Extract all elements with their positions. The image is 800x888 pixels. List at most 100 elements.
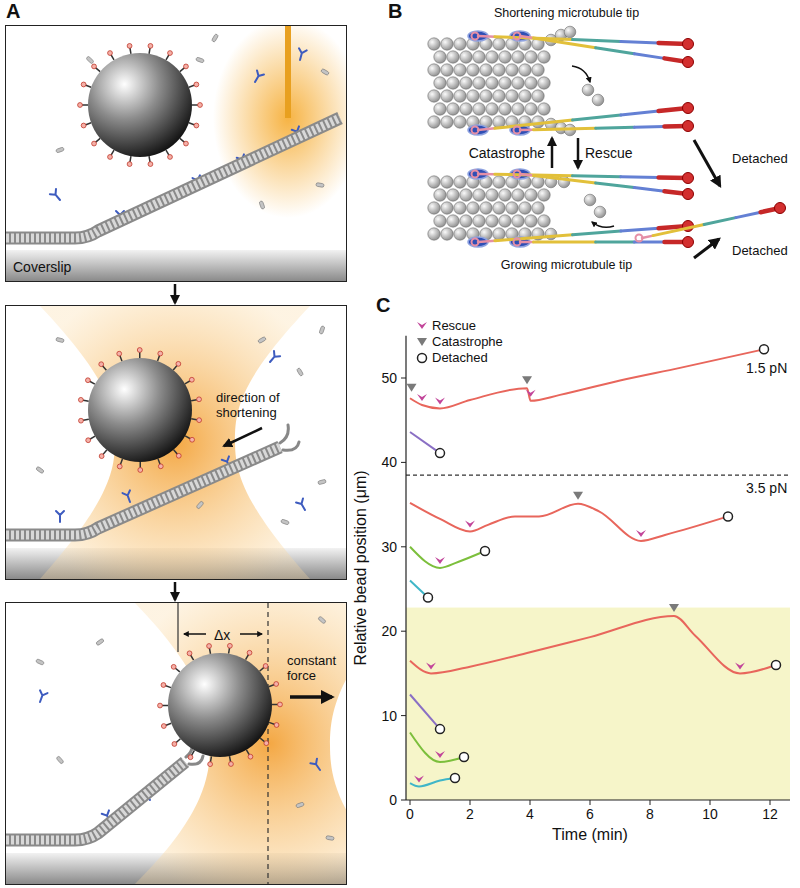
rescue-marker <box>414 775 424 782</box>
dam1-ring <box>148 162 153 167</box>
tubulin-subunit <box>434 189 446 201</box>
panel-letter: B <box>388 0 402 23</box>
dam1-ring <box>176 361 181 366</box>
rod-loop <box>472 239 479 246</box>
dam1-ring <box>190 437 195 442</box>
tubulin-subunit <box>506 202 518 214</box>
kinetochore-proteins <box>36 48 323 823</box>
tubulin-subunit <box>519 90 531 102</box>
legend-text: Rescue <box>432 319 476 334</box>
x-tick <box>530 800 531 805</box>
tubulin-dimer <box>211 34 218 43</box>
tubulin-subunit <box>460 215 472 227</box>
rod-segment <box>596 126 635 130</box>
dam1-ring <box>117 464 122 469</box>
tubulin-dimer <box>56 337 65 343</box>
rod-loop <box>472 33 479 40</box>
bead-trace <box>410 547 485 568</box>
rescue-marker <box>526 390 536 397</box>
tubulin-subunit <box>525 215 537 227</box>
rod-loop <box>472 171 479 178</box>
tubulin-subunit <box>486 215 498 227</box>
tubulin-subunit <box>564 26 576 38</box>
panel-letter: C <box>376 294 390 317</box>
tubulin-subunit <box>506 64 518 76</box>
tubulin-subunit <box>493 38 505 50</box>
tubulin-subunit <box>454 228 466 240</box>
rod-segment <box>573 231 621 235</box>
rod-segment <box>596 183 635 188</box>
coverslip <box>6 250 346 281</box>
y-tick <box>401 546 406 547</box>
axis-title: Time (min) <box>552 826 628 844</box>
rescue-marker <box>465 521 475 528</box>
tubulin-dimer <box>196 501 204 509</box>
bead <box>158 643 283 766</box>
dam1-ring <box>184 64 189 69</box>
rod-segment <box>634 188 664 192</box>
rescue-marker <box>636 530 646 537</box>
dam1-ring <box>137 348 142 353</box>
tubulin-subunit <box>512 77 524 89</box>
dam1-ring <box>161 683 166 688</box>
transition-label: Detached <box>732 244 788 259</box>
tubulin-dimer <box>321 68 330 75</box>
rod-segment <box>621 175 659 179</box>
force-label: 3.5 pN <box>746 480 787 496</box>
detach-marker <box>460 752 469 761</box>
tick-label: 50 <box>381 370 397 386</box>
dam1-ring <box>158 351 163 356</box>
kinetochore-rod <box>472 171 694 184</box>
panel-letter: A <box>6 0 20 23</box>
dam1-ring <box>184 141 189 146</box>
rod-segment <box>533 241 595 244</box>
displacement-arrow <box>240 633 262 635</box>
tubulin-subunit <box>473 77 485 89</box>
growing-lattice <box>428 176 550 240</box>
rescue-marker <box>435 397 445 404</box>
microtubule <box>6 762 185 840</box>
tubulin-subunit <box>447 51 459 63</box>
catastrophe-marker <box>669 604 679 612</box>
kinetochore-protein <box>296 48 307 61</box>
force-label: 1.5 pN <box>746 360 787 376</box>
rod-head <box>683 173 694 184</box>
dam1-ring <box>197 397 202 402</box>
node-text: constant force <box>287 654 345 684</box>
dam1-ring <box>278 702 283 707</box>
release-arrow <box>572 66 590 82</box>
bead-reference-line <box>177 603 178 652</box>
y-tick <box>401 462 406 463</box>
dam1-ring <box>229 762 234 767</box>
tubulin-subunit <box>499 189 511 201</box>
dam1-ring <box>86 438 91 443</box>
dam1-ring <box>198 103 203 108</box>
rod-loop <box>514 127 521 134</box>
tubulin-subunit <box>467 64 479 76</box>
tubulin-subunit <box>473 103 485 115</box>
tubulin-subunit <box>428 38 440 50</box>
tick-label: 0 <box>389 792 397 808</box>
dam1-ring <box>158 464 163 469</box>
dam1-ring <box>108 155 113 160</box>
tubulin-subunit <box>467 202 479 214</box>
legend-symbol <box>417 338 427 346</box>
dam1-ring <box>207 644 212 649</box>
connector-arrow <box>174 582 177 600</box>
bead-sphere <box>88 358 192 462</box>
legend-text: Catastrophe <box>432 335 503 350</box>
tubulin-dimer <box>296 802 305 808</box>
tubulin-dimer <box>36 466 45 474</box>
x-axis <box>406 799 790 800</box>
panel-box: Coverslip <box>5 25 347 282</box>
laser-beam <box>285 26 291 118</box>
tubulin-subunit <box>441 38 453 50</box>
panel-box: Δxconstant force <box>5 602 347 885</box>
bead-trace <box>410 616 776 673</box>
tubulin-subunit <box>447 77 459 89</box>
group-divider <box>406 474 790 475</box>
kinetochore-rod <box>636 203 786 242</box>
